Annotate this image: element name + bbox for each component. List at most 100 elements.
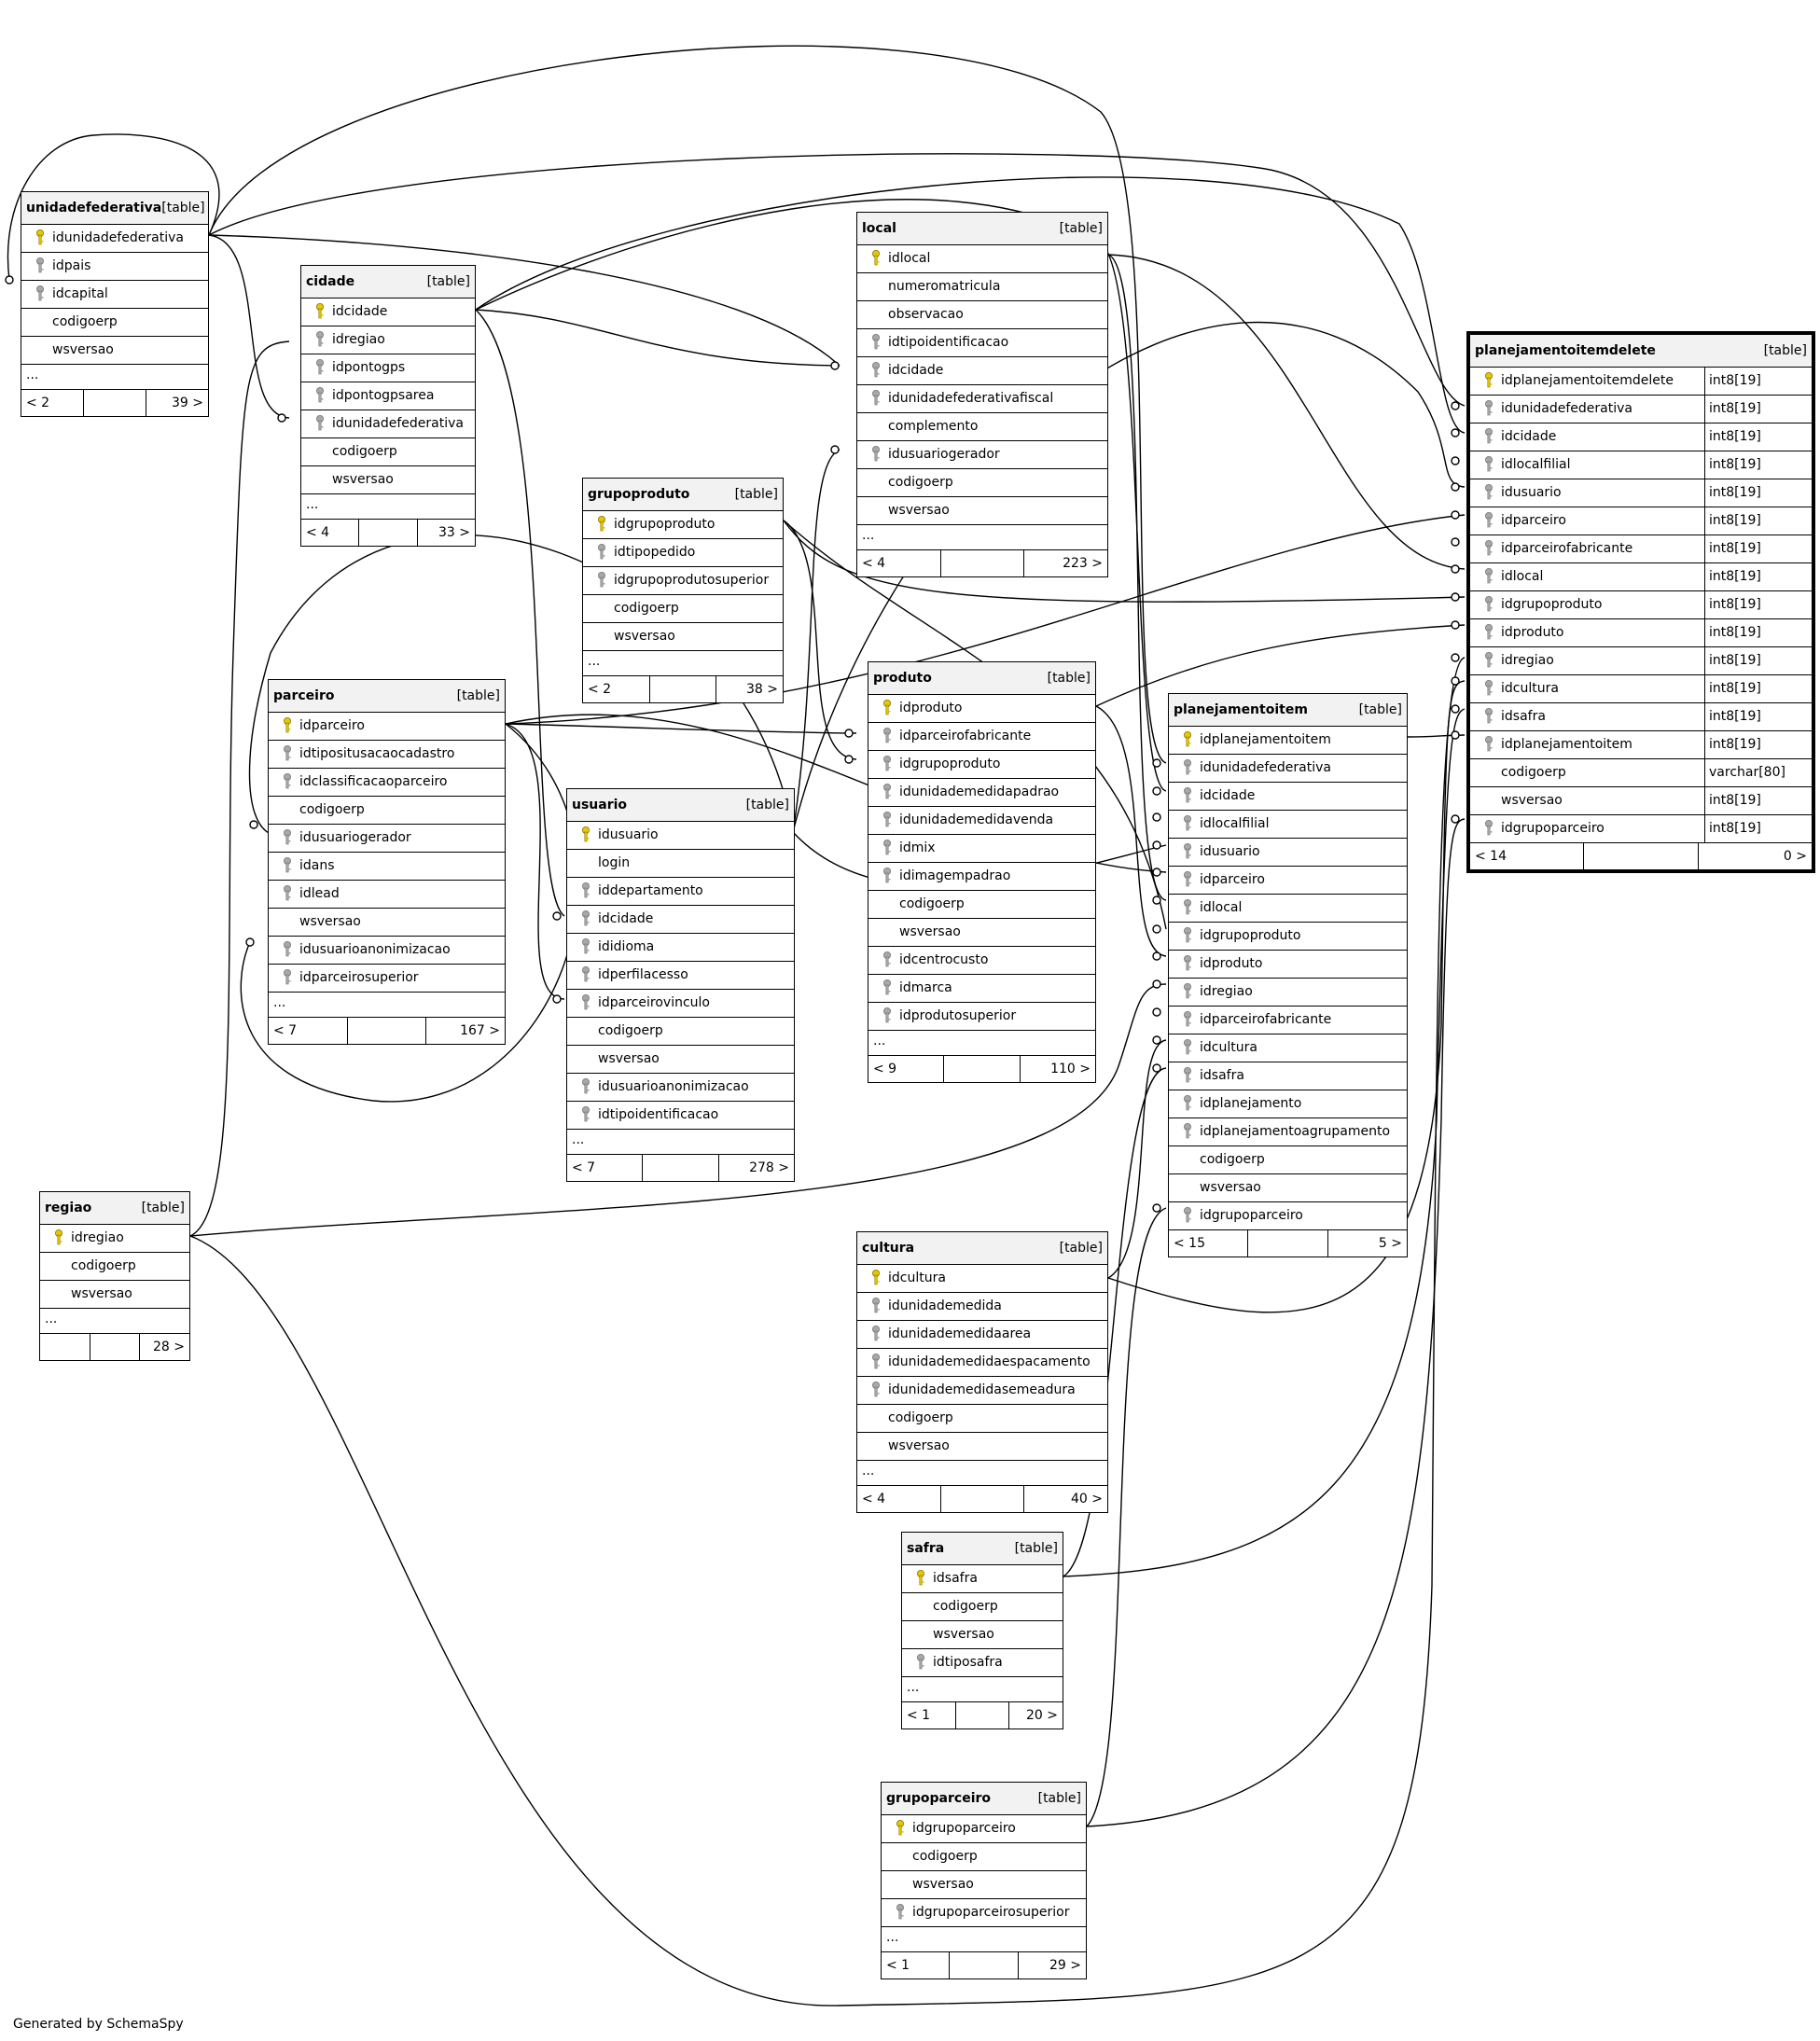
column-row[interactable]: codigoerp bbox=[567, 1018, 794, 1046]
table-header[interactable]: cultura[table] bbox=[857, 1232, 1107, 1265]
column-row[interactable]: idunidademedidaarea bbox=[857, 1321, 1107, 1349]
column-row[interactable]: idusuarioanonimizacao bbox=[567, 1074, 794, 1102]
column-row[interactable]: idparceiro bbox=[269, 713, 505, 741]
row-count[interactable]: 223 > bbox=[1063, 556, 1104, 571]
table-name[interactable]: produto bbox=[873, 671, 932, 686]
column-row[interactable]: idunidademedidaespacamento bbox=[857, 1349, 1107, 1377]
column-row[interactable]: idunidademedidavenda bbox=[868, 807, 1095, 835]
table-unidadefederativa[interactable]: unidadefederativa[table]idunidadefederat… bbox=[21, 191, 209, 417]
column-row[interactable]: codigoerp bbox=[1169, 1146, 1407, 1174]
column-row[interactable]: idplanejamentoitem bbox=[1169, 727, 1407, 755]
column-row[interactable]: wsversao bbox=[567, 1046, 794, 1074]
column-row[interactable]: idunidademedida bbox=[857, 1293, 1107, 1321]
table-name[interactable]: unidadefederativa bbox=[26, 201, 162, 215]
column-row[interactable]: codigoerp bbox=[857, 1405, 1107, 1433]
column-row[interactable]: idimagempadrao bbox=[868, 863, 1095, 891]
column-row[interactable]: idusuariogerador bbox=[269, 825, 505, 853]
column-row[interactable]: observacao bbox=[857, 301, 1107, 329]
column-row[interactable]: idpontogpsarea bbox=[301, 382, 475, 410]
column-row[interactable]: idsafra bbox=[902, 1565, 1063, 1593]
column-row[interactable]: idusuariogerador bbox=[857, 441, 1107, 469]
column-row[interactable]: idlead bbox=[269, 881, 505, 909]
parent-count[interactable]: < 15 bbox=[1169, 1230, 1249, 1257]
table-header[interactable]: planejamentoitemdelete[table] bbox=[1470, 335, 1812, 368]
parent-count[interactable]: < 7 bbox=[567, 1155, 644, 1181]
column-row[interactable]: idcultura bbox=[857, 1265, 1107, 1293]
column-row[interactable]: ididioma bbox=[567, 934, 794, 962]
column-row[interactable]: idgrupoparceiro bbox=[1169, 1202, 1407, 1230]
parent-count[interactable]: < 1 bbox=[882, 1952, 951, 1979]
column-row[interactable]: idplanejamentoagrupamento bbox=[1169, 1118, 1407, 1146]
table-name[interactable]: cidade bbox=[306, 274, 355, 289]
table-planejamentoitemdelete[interactable]: planejamentoitemdelete[table]idplanejame… bbox=[1466, 331, 1815, 873]
parent-count[interactable]: < 1 bbox=[902, 1702, 956, 1729]
row-count[interactable]: 0 > bbox=[1783, 849, 1807, 864]
table-header[interactable]: regiao[table] bbox=[40, 1192, 189, 1225]
column-row[interactable]: idparceirosuperior bbox=[269, 965, 505, 993]
column-row[interactable]: idgrupoparceirosuperior bbox=[882, 1899, 1086, 1927]
column-row[interactable]: idgrupoparceiro bbox=[882, 1815, 1086, 1843]
table-name[interactable]: cultura bbox=[862, 1241, 915, 1256]
table-header[interactable]: produto[table] bbox=[868, 662, 1095, 695]
table-planejamentoitem[interactable]: planejamentoitem[table]idplanejamentoite… bbox=[1168, 693, 1408, 1257]
column-row[interactable]: idregiao bbox=[1169, 979, 1407, 1007]
table-name[interactable]: grupoproduto bbox=[588, 487, 690, 502]
column-row[interactable]: wsversao bbox=[902, 1621, 1063, 1649]
column-row[interactable]: numeromatricula bbox=[857, 273, 1107, 301]
table-header[interactable]: usuario[table] bbox=[567, 789, 794, 822]
column-row[interactable]: codigoerp bbox=[902, 1593, 1063, 1621]
row-count[interactable]: 110 > bbox=[1050, 1062, 1091, 1076]
table-name[interactable]: grupoparceiro bbox=[886, 1791, 992, 1806]
column-row[interactable]: idunidadefederativafiscal bbox=[857, 385, 1107, 413]
column-row[interactable]: idcapital bbox=[21, 281, 208, 309]
column-row[interactable]: idgrupoprodutosuperior bbox=[583, 567, 783, 595]
column-row[interactable]: wsversao bbox=[857, 1433, 1107, 1461]
column-row[interactable]: idgrupoproduto bbox=[868, 751, 1095, 779]
column-row[interactable]: idtipoidentificacao bbox=[857, 329, 1107, 357]
parent-count[interactable]: < 4 bbox=[301, 520, 360, 546]
column-row[interactable]: codigoerp bbox=[857, 469, 1107, 497]
column-row[interactable]: idgrupoproduto bbox=[583, 511, 783, 539]
column-row[interactable]: idans bbox=[269, 853, 505, 881]
column-row[interactable]: wsversao bbox=[40, 1281, 189, 1309]
column-row[interactable]: login bbox=[567, 850, 794, 878]
column-row[interactable]: wsversao bbox=[583, 623, 783, 651]
column-row[interactable]: idunidadefederativa bbox=[301, 410, 475, 438]
row-count[interactable]: 38 > bbox=[746, 682, 779, 697]
parent-count[interactable]: < 9 bbox=[868, 1056, 945, 1082]
column-row[interactable]: idperfilacesso bbox=[567, 962, 794, 990]
column-row[interactable]: idlocalfilial bbox=[1169, 811, 1407, 839]
row-count[interactable]: 33 > bbox=[438, 525, 470, 540]
table-header[interactable]: local[table] bbox=[857, 213, 1107, 245]
column-row[interactable]: idunidadefederativa bbox=[1169, 755, 1407, 783]
table-header[interactable]: safra[table] bbox=[902, 1533, 1063, 1565]
parent-count[interactable]: < 4 bbox=[857, 550, 941, 576]
row-count[interactable]: 5 > bbox=[1378, 1236, 1402, 1251]
row-count[interactable]: 29 > bbox=[1049, 1958, 1081, 1973]
table-name[interactable]: safra bbox=[907, 1541, 945, 1556]
parent-count[interactable]: < 2 bbox=[21, 390, 84, 416]
column-row[interactable]: idparceiro bbox=[1169, 867, 1407, 895]
column-row[interactable]: idproduto bbox=[1169, 951, 1407, 979]
column-row[interactable]: codigoerp bbox=[21, 309, 208, 337]
column-row[interactable]: idsafra bbox=[1169, 1062, 1407, 1090]
parent-count[interactable]: < 14 bbox=[1470, 843, 1585, 869]
column-row[interactable]: idparceirofabricante bbox=[1169, 1007, 1407, 1034]
